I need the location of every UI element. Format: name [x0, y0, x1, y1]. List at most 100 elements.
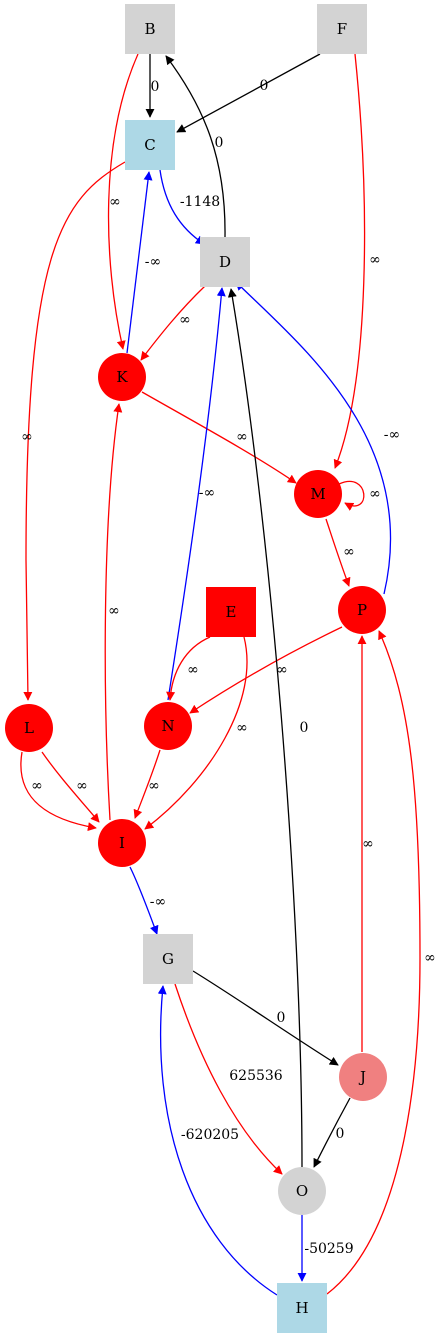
node-label-b: B: [144, 20, 155, 38]
edge-o-d: [227, 288, 303, 1168]
edge-b-k: [107, 53, 139, 350]
edge-label-g-o: 625536: [229, 1068, 283, 1084]
edge-label-k-c: -∞: [145, 254, 161, 270]
edge-c-d: [159, 169, 205, 245]
edge-label-n-i: ∞: [148, 778, 160, 794]
edge-label-d-b: 0: [215, 135, 224, 151]
edge-label-l-i-left: ∞: [31, 778, 43, 794]
edge-label-k-m: ∞: [236, 429, 248, 445]
node-square-c: [125, 120, 175, 170]
edge-label-j-o: 0: [336, 1126, 345, 1142]
node-d: D: [200, 237, 250, 287]
edge-label-n-d: -∞: [199, 485, 215, 501]
edge-labels-layer: 0∞0∞-1148∞0∞-∞∞∞∞-∞∞-∞∞∞∞∞∞∞-∞0625536∞00…: [21, 78, 436, 1257]
node-square-f: [317, 4, 367, 54]
edge-e-n: [166, 636, 211, 701]
node-n: N: [144, 702, 192, 750]
node-label-j: J: [358, 1068, 366, 1086]
edge-n-d: [167, 287, 226, 701]
edge-n-i: [133, 749, 161, 819]
edge-label-i-k: ∞: [108, 603, 120, 619]
node-e: E: [206, 587, 256, 637]
node-m: M: [294, 470, 342, 518]
node-label-o: O: [296, 1182, 308, 1200]
node-label-e: E: [226, 603, 237, 621]
node-circle-o: [278, 1167, 326, 1215]
edge-label-p-d: -∞: [384, 427, 400, 443]
node-label-d: D: [219, 253, 231, 271]
edge-c-l: [23, 161, 126, 701]
edge-label-c-l: ∞: [21, 429, 33, 445]
node-b: B: [125, 4, 175, 54]
edge-p-n: [189, 626, 343, 714]
node-l: L: [5, 704, 53, 752]
node-label-g: G: [162, 950, 174, 968]
node-circle-l: [5, 704, 53, 752]
edge-label-c-d: -1148: [180, 194, 220, 210]
edge-e-i: [144, 636, 248, 830]
node-circle-n: [144, 702, 192, 750]
node-j: J: [339, 1053, 387, 1101]
node-label-i: I: [119, 834, 125, 852]
edge-g-j: [192, 970, 339, 1066]
node-g: G: [143, 934, 193, 984]
node-o: O: [278, 1167, 326, 1215]
edge-label-o-d: 0: [300, 720, 309, 736]
edges-layer: [20, 53, 421, 1296]
node-circle-p: [338, 586, 386, 634]
edge-j-o: [313, 1097, 351, 1168]
edge-label-b-c: 0: [151, 79, 160, 95]
edge-label-m-p: ∞: [343, 544, 355, 560]
node-label-k: K: [116, 368, 128, 386]
node-square-d: [200, 237, 250, 287]
edge-label-f-m: ∞: [369, 252, 381, 268]
edge-label-j-p: ∞: [362, 836, 374, 852]
node-square-e: [206, 587, 256, 637]
edge-label-p-n: ∞: [276, 662, 288, 678]
edge-p-d: [235, 281, 392, 595]
node-h: H: [277, 1283, 327, 1333]
node-label-h: H: [295, 1299, 308, 1317]
node-i: I: [98, 819, 146, 867]
edge-label-h-g: -620205: [181, 1127, 239, 1143]
edge-l-i-left: [20, 751, 97, 832]
edge-label-l-i-right: ∞: [76, 778, 88, 794]
edge-label-f-c: 0: [260, 78, 269, 94]
edge-d-b: [165, 55, 226, 238]
edge-label-e-i: ∞: [236, 720, 248, 736]
node-circle-j: [339, 1053, 387, 1101]
edge-label-o-h: -50259: [304, 1241, 353, 1257]
node-square-b: [125, 4, 175, 54]
edge-i-g: [129, 866, 159, 935]
node-circle-m: [294, 470, 342, 518]
edge-label-e-n: ∞: [187, 662, 199, 678]
node-square-g: [143, 934, 193, 984]
node-label-f: F: [337, 20, 347, 38]
edge-label-h-p: ∞: [424, 950, 436, 966]
node-square-h: [277, 1283, 327, 1333]
node-label-m: M: [310, 485, 325, 503]
edge-g-o: [174, 983, 283, 1175]
edge-f-c: [176, 53, 321, 133]
node-k: K: [98, 353, 146, 401]
edge-l-i-right: [41, 751, 100, 823]
edge-k-m: [141, 391, 297, 484]
node-circle-i: [98, 819, 146, 867]
edge-label-b-k: ∞: [109, 194, 121, 210]
node-label-l: L: [24, 719, 34, 737]
node-label-p: P: [357, 601, 367, 619]
edge-h-p: [326, 630, 421, 1295]
node-p: P: [338, 586, 386, 634]
edge-m-p: [325, 518, 351, 587]
edge-i-k: [104, 403, 123, 821]
edge-m-m: [338, 480, 365, 511]
node-f: F: [317, 4, 367, 54]
edge-label-i-g: -∞: [150, 894, 166, 910]
node-c: C: [125, 120, 175, 170]
edge-k-c: [126, 171, 153, 354]
edge-f-m: [333, 53, 366, 469]
edge-label-g-j: 0: [277, 1010, 286, 1026]
edge-h-g: [157, 985, 278, 1296]
node-circle-k: [98, 353, 146, 401]
